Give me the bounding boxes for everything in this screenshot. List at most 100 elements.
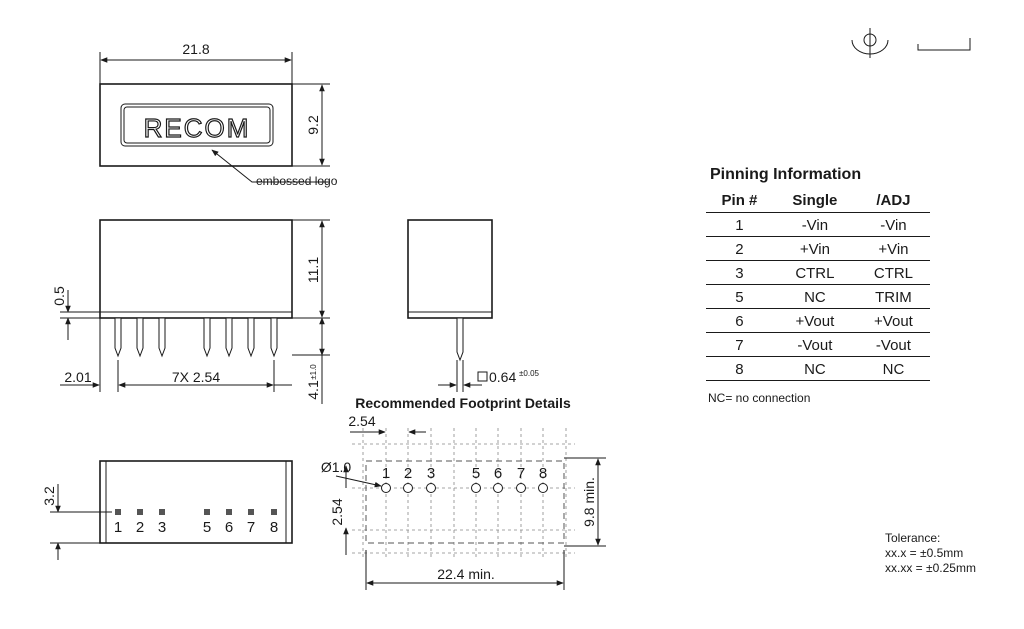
footprint-pin-label: 7	[517, 465, 525, 482]
bottom-pin-label: 5	[203, 519, 211, 536]
fp-hole-dim: Ø1.0	[321, 459, 352, 475]
tolerance-block: Tolerance: xx.x = ±0.5mm xx.xx = ±0.25mm	[885, 531, 976, 576]
module-end-outline	[407, 219, 493, 319]
top-view: 21.8 RECOM 9.2 embossed logo	[99, 41, 338, 188]
pin-single: -Vin	[772, 212, 857, 237]
pin-single: -Vout	[772, 332, 857, 357]
table-row: 6+Vout+Vout	[706, 308, 930, 333]
bottom-pin-label: 2	[136, 519, 144, 536]
pin-section-dim: 0.64	[489, 369, 516, 385]
pin-adj: +Vin	[856, 236, 930, 261]
side-view: 11.1 0.5 4.1 ±1.0 2.01 7X 2.54	[51, 219, 330, 404]
tolerance-title: Tolerance:	[885, 531, 941, 545]
pinning-information: Pinning Information Pin # Single /ADJ 1-…	[706, 166, 930, 405]
pin-single: NC	[772, 284, 857, 309]
bottom-pin-pad	[271, 509, 277, 515]
bottom-pin-label: 7	[247, 519, 255, 536]
tolerance-line-1: xx.x = ±0.5mm	[885, 546, 964, 560]
footprint-pad	[426, 483, 436, 493]
module-bottom-outline	[99, 460, 293, 544]
footprint-pin-label: 3	[427, 465, 435, 482]
bottom-pin-pad	[248, 509, 254, 515]
top-height-dim: 9.2	[305, 115, 321, 135]
pin-single: +Vin	[772, 236, 857, 261]
footprint-pin-label: 8	[539, 465, 547, 482]
pin-number: 6	[706, 308, 773, 333]
pin-section-tol: ±0.05	[519, 369, 540, 378]
pinning-header-adj: /ADJ	[856, 190, 930, 213]
side-pin	[158, 317, 166, 358]
footprint-outline	[365, 460, 565, 544]
footprint-pad	[403, 483, 413, 493]
bottom-pin-pads	[115, 509, 277, 515]
pinning-note: NC= no connection	[708, 391, 811, 405]
pin-adj: CTRL	[856, 260, 930, 285]
pinning-header-row: Pin # Single /ADJ	[706, 190, 930, 213]
bottom-pin-label: 1	[114, 519, 122, 536]
module-top-outline	[99, 83, 293, 167]
projection-symbol-icon	[851, 28, 971, 58]
logo-callout: embossed logo	[256, 174, 338, 188]
pin-number: 1	[706, 212, 773, 237]
top-width-dim: 21.8	[182, 41, 209, 57]
side-pin	[270, 317, 278, 358]
footprint-pad	[516, 483, 526, 493]
footprint-pad	[381, 483, 391, 493]
pin-number: 7	[706, 332, 773, 357]
footprint-title: Recommended Footprint Details	[355, 395, 571, 411]
pin-adj: -Vin	[856, 212, 930, 237]
pin-number: 8	[706, 356, 773, 381]
fp-row-dim: 2.54	[329, 498, 345, 525]
side-pin	[114, 317, 122, 358]
footprint-pin-label: 6	[494, 465, 502, 482]
footprint-grid	[352, 428, 575, 560]
fp-width-dim: 22.4 min.	[437, 566, 495, 582]
bottom-pin-pad	[226, 509, 232, 515]
pinning-title: Pinning Information	[710, 166, 862, 183]
bottom-pin-label: 3	[158, 519, 166, 536]
pin-single: NC	[772, 356, 857, 381]
pin-adj: -Vout	[856, 332, 930, 357]
side-height-dim: 11.1	[305, 257, 321, 283]
pin-number: 3	[706, 260, 773, 285]
table-row: 2+Vin+Vin	[706, 236, 930, 261]
side-pin	[136, 317, 144, 358]
pin-number: 5	[706, 284, 773, 309]
footprint-pin-label: 1	[382, 465, 390, 482]
pin-length-tol: ±1.0	[309, 364, 318, 380]
bottom-pin-label: 8	[270, 519, 278, 536]
tolerance-line-2: xx.xx = ±0.25mm	[885, 561, 976, 575]
footprint-pin-label: 5	[472, 465, 480, 482]
table-row: 7-Vout-Vout	[706, 332, 930, 357]
fp-height-dim: 9.8 min.	[581, 477, 597, 527]
recom-logo: RECOM	[144, 113, 251, 143]
pin-adj: TRIM	[856, 284, 930, 309]
pin-single: CTRL	[772, 260, 857, 285]
side-pin	[203, 317, 211, 358]
pin-adj: NC	[856, 356, 930, 381]
bottom-pin-pad	[115, 509, 121, 515]
end-view: 0.64 ±0.05	[407, 219, 540, 392]
pin-number: 2	[706, 236, 773, 261]
bottom-pin-label: 6	[225, 519, 233, 536]
bottom-pin-pad	[159, 509, 165, 515]
first-pin-dim: 2.01	[64, 369, 91, 385]
pinning-header-single: Single	[772, 190, 857, 213]
footprint-pad	[538, 483, 548, 493]
side-pins	[114, 317, 278, 358]
footprint-pad	[471, 483, 481, 493]
pitch-dim: 7X 2.54	[172, 369, 220, 385]
standoff-dim: 0.5	[51, 286, 67, 306]
module-side-outline	[99, 219, 293, 319]
fp-pitch-dim: 2.54	[348, 413, 375, 429]
footprint-pin-label: 2	[404, 465, 412, 482]
